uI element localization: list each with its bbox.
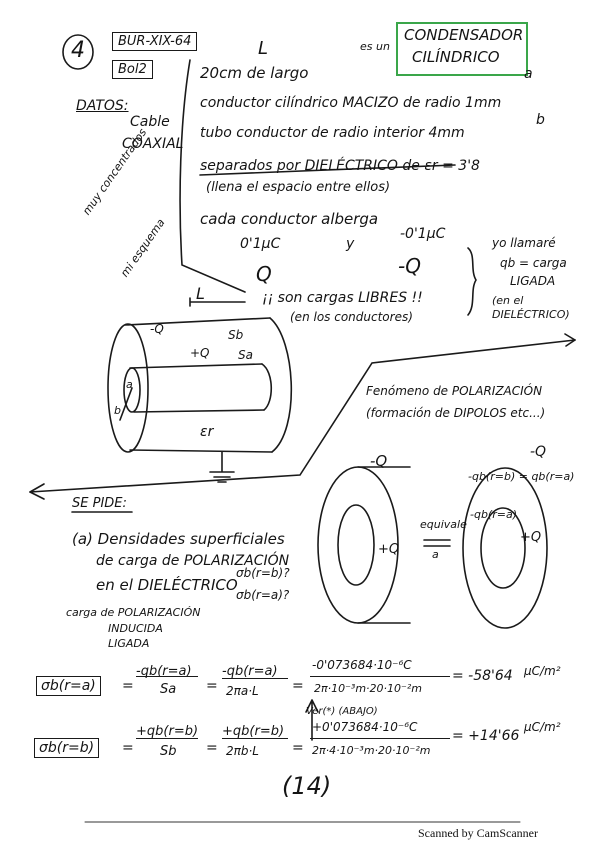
- right-note-4: (en el: [492, 294, 524, 307]
- title-box: [396, 22, 528, 76]
- drawing-sa: Sa: [238, 348, 253, 362]
- eq2-equals-2: =: [206, 740, 218, 756]
- part-a-line2: de carga de POLARIZACIÓN: [96, 553, 290, 569]
- eq1-frac2-den: 2πa·L: [226, 684, 259, 698]
- rfig-plus-q: +Q: [378, 542, 400, 557]
- eq1-frac2-bar: [222, 678, 288, 679]
- rfig-qb-a: -qb(r=a): [470, 508, 517, 521]
- drawing-top-l: L: [196, 284, 205, 303]
- label-b: b: [536, 112, 545, 128]
- problem-code: BUR-XIX-64: [112, 32, 198, 51]
- eq1-frac1-num: -qb(r=a): [136, 664, 192, 679]
- drawing-eps: εr: [200, 424, 214, 440]
- page-number: (14): [282, 772, 332, 800]
- eq2-unit: μC/m²: [524, 720, 561, 734]
- eq1-frac1-den: Sa: [160, 682, 177, 697]
- charge-y: y: [346, 236, 355, 252]
- rfig-minus-q2: -Q: [530, 444, 547, 460]
- right-note-3: LIGADA: [510, 274, 556, 288]
- eq1-equals-3: =: [292, 678, 304, 694]
- eq2-lhs: σb(r=b): [34, 738, 100, 758]
- problem-number: 4: [71, 38, 85, 63]
- part-a-q2: σb(r=a)?: [236, 588, 290, 602]
- rfig-minus-q: -Q: [370, 452, 388, 470]
- data-item-3: tubo conductor de radio interior 4mm: [200, 125, 465, 141]
- rfig-a: a: [432, 548, 439, 561]
- length-letter: L: [258, 38, 269, 59]
- data-item-5: (llena el espacio entre ellos): [206, 180, 391, 195]
- cable-label: Cable: [130, 114, 170, 130]
- right-note-1: yo llamaré: [492, 236, 556, 250]
- carga-note-1: carga de POLARIZACIÓN: [66, 606, 201, 619]
- eq1-result: = -58'64: [452, 668, 513, 684]
- eq2-frac1-num: +qb(r=b): [136, 724, 199, 739]
- eq2-result: = +14'66: [452, 728, 520, 744]
- eq2-equals-3: =: [292, 740, 304, 756]
- eq2-frac3-num: +0'073684·10⁻⁶C: [312, 720, 418, 734]
- libres-note: ¡¡ son cargas LIBRES !!: [262, 290, 423, 306]
- carga-note-3: LIGADA: [108, 637, 150, 650]
- label-a: a: [524, 66, 533, 82]
- title-line2: CILÍNDRICO: [412, 48, 500, 66]
- footer-scanned: Scanned by CamScanner: [418, 826, 538, 840]
- eq2-frac2-num: +qb(r=b): [222, 724, 285, 739]
- en-conductores-note: (en los conductores): [290, 310, 413, 324]
- drawing-plus-q: +Q: [190, 346, 210, 360]
- data-item-4: separados por DIELÉCTRICO de εr = 3'8: [200, 158, 480, 174]
- se-pide-label: SE PIDE:: [72, 496, 127, 511]
- eq2-frac2-bar: [222, 738, 288, 739]
- eq2-equals-1: =: [122, 740, 134, 756]
- eq1-lhs: σb(r=a): [36, 676, 101, 696]
- drawing-sb: Sb: [228, 328, 244, 342]
- part-a-line3: en el DIELÉCTRICO: [96, 576, 238, 594]
- eq1-frac3-num: -0'073684·10⁻⁶C: [312, 658, 412, 672]
- eq2-frac3-bar: [310, 738, 450, 739]
- title-line1: CONDENSADOR: [404, 26, 524, 44]
- phenomenon-line1: Fenómeno de POLARIZACIÓN: [366, 384, 543, 398]
- eq1-equals-1: =: [122, 678, 134, 694]
- eq2-frac2-den: 2πb·L: [226, 744, 259, 758]
- data-item-1: 20cm de largo: [200, 64, 309, 82]
- drawing-minus-q: -Q: [150, 322, 164, 336]
- eq1-frac3-den: 2π·10⁻³m·20·10⁻²m: [314, 682, 422, 695]
- right-note-2: qb = carga: [500, 256, 567, 270]
- eq2-frac1-bar: [136, 738, 198, 739]
- rfig-qb-b: -qb(r=b) = qb(r=a): [468, 470, 575, 483]
- drawing-a: a: [126, 378, 133, 391]
- rfig-plus-q2: +Q: [520, 530, 542, 545]
- carga-note-2: INDUCIDA: [108, 622, 163, 635]
- data-item-6: cada conductor alberga: [200, 210, 379, 228]
- drawing-b: b: [114, 404, 121, 417]
- charge-minus-value: -0'1μC: [400, 226, 446, 242]
- coaxial-label: COAXIAL: [122, 136, 184, 152]
- phenomenon-line2: (formación de DIPOLOS etc...): [366, 406, 546, 420]
- eq1-equals-2: =: [206, 678, 218, 694]
- right-note-5: DIELÉCTRICO): [492, 308, 570, 321]
- charge-plus-symbol: Q: [256, 262, 272, 286]
- ver-note: Ver(*) (ABAJO): [306, 706, 378, 717]
- eq1-frac2-num: -qb(r=a): [222, 664, 278, 679]
- eq1-frac3-bar: [310, 676, 450, 677]
- part-a-line1: (a) Densidades superficiales: [72, 530, 285, 548]
- eq2-frac1-den: Sb: [160, 744, 177, 759]
- datos-label: DATOS:: [76, 98, 129, 114]
- data-item-2: conductor cilíndrico MACIZO de radio 1mm: [200, 95, 502, 111]
- charge-minus-symbol: -Q: [398, 254, 421, 278]
- eq1-unit: μC/m²: [524, 664, 561, 678]
- bol-label: Bol2: [112, 60, 153, 79]
- eq1-frac1-bar: [136, 676, 198, 677]
- part-a-q1: σb(r=b)?: [236, 566, 290, 580]
- eq2-frac3-den: 2π·4·10⁻³m·20·10⁻²m: [312, 744, 431, 757]
- es-un-label: es un: [360, 40, 390, 53]
- charge-plus-value: 0'1μC: [240, 236, 281, 252]
- rfig-equivale: equivale: [420, 518, 467, 531]
